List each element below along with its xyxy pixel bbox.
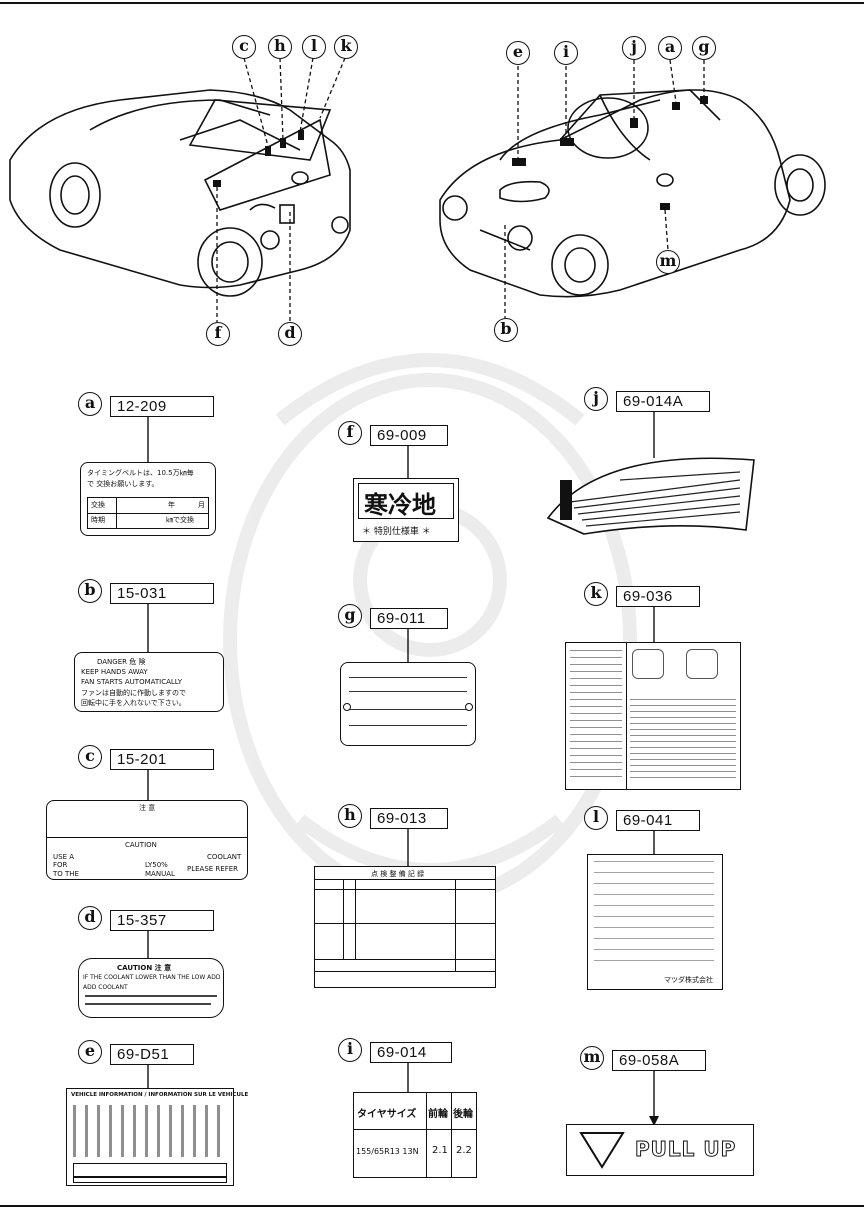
label-i-card: タイヤサイズ 前輪 後輪 155/65R13 13N 2.1 2.2 [353, 1092, 477, 1178]
label-c-code: 15-201 [110, 749, 214, 770]
label-a-letter: a [78, 392, 102, 416]
label-m-letter: m [580, 1046, 604, 1070]
callout-l: l [302, 35, 326, 59]
label-h-card: 点 検 整 備 記 録 [314, 866, 496, 988]
right-car [439, 89, 826, 298]
label-a-card: タイミングベルトは、10.5万㎞毎 で 交換お願いします。 交換 年 月 時期 … [80, 462, 216, 536]
label-j-card [546, 457, 755, 535]
label-d-letter: d [78, 906, 102, 930]
label-k-code: 69-036 [616, 586, 700, 607]
label-b-letter: b [78, 579, 102, 603]
label-j-code: 69-014A [616, 391, 710, 412]
callout-k: k [334, 35, 358, 59]
label-b-card: DANGER 危 険 KEEP HANDS AWAY FAN STARTS AU… [74, 652, 224, 712]
callout-f: f [206, 322, 230, 346]
label-m-code: 69-058A [612, 1050, 706, 1071]
label-g-code: 69-011 [370, 608, 448, 629]
callout-c: c [232, 35, 256, 59]
label-g-letter: g [338, 604, 362, 628]
label-i-letter: i [338, 1038, 362, 1062]
left-car [9, 89, 351, 297]
label-d-card: CAUTION 注 意 IF THE COOLANT LOWER THAN TH… [78, 958, 224, 1018]
label-g-card [340, 662, 476, 746]
label-i-code: 69-014 [370, 1042, 452, 1063]
label-j-letter: j [584, 387, 608, 411]
label-h-letter: h [338, 804, 362, 828]
callout-e: e [506, 41, 530, 65]
label-l-code: 69-041 [616, 810, 700, 831]
label-k-card [565, 642, 741, 790]
callout-a: a [658, 36, 682, 60]
label-c-letter: c [78, 745, 102, 769]
label-a-code: 12-209 [110, 396, 214, 417]
label-f-letter: f [338, 421, 362, 445]
label-l-letter: l [584, 806, 608, 830]
callout-j: j [622, 36, 646, 60]
label-f-card: 寒冷地 ＊ 特別仕様車 ＊ [353, 478, 459, 542]
callout-g: g [692, 36, 716, 60]
down-triangle-icon [579, 1132, 625, 1169]
label-e-card: VEHICLE INFORMATION / INFORMATION SUR LE… [66, 1088, 248, 1186]
label-m-card: PULL UP [566, 1124, 754, 1176]
label-d-code: 15-357 [110, 910, 214, 931]
callout-d: d [278, 322, 302, 346]
label-b-code: 15-031 [110, 583, 214, 604]
label-c-card: 注 意 CAUTION USE A COOLANT FOR LY50% PLEA… [46, 800, 248, 880]
callout-m: m [656, 250, 680, 274]
callout-b: b [494, 318, 518, 342]
label-k-letter: k [584, 582, 608, 606]
label-e-letter: e [78, 1040, 102, 1064]
label-f-code: 69-009 [370, 425, 448, 446]
label-h-code: 69-013 [370, 808, 448, 829]
callout-h: h [268, 35, 292, 59]
label-l-card: マツダ株式会社 [587, 854, 723, 990]
callout-i: i [554, 41, 578, 65]
label-e-code: 69-D51 [110, 1044, 194, 1065]
